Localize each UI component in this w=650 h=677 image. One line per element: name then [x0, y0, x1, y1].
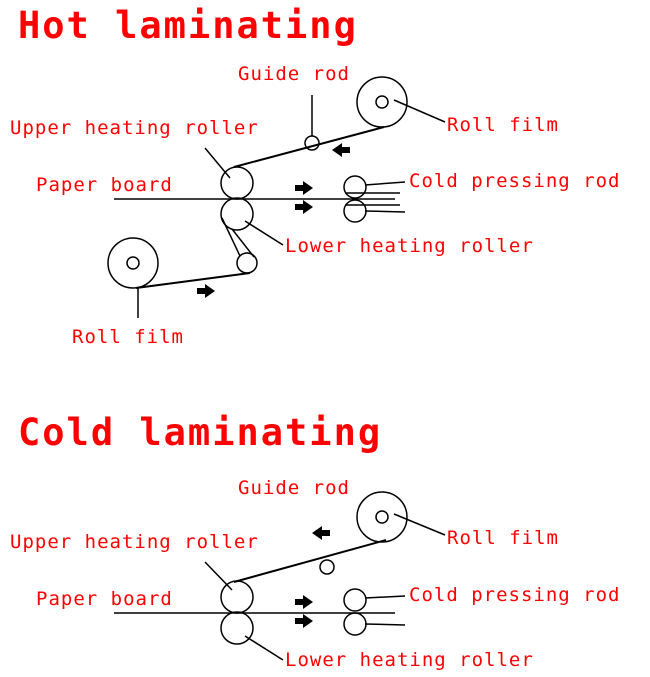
arrows [295, 526, 330, 628]
hot-lower-roller-label: Lower heating roller [285, 235, 534, 257]
upper-heating-roller [220, 580, 254, 614]
arrows [197, 143, 350, 298]
cold-upper-roller-label: Upper heating roller [10, 531, 259, 553]
cold-cold-rod-label: Cold pressing rod [409, 584, 621, 606]
roll-film-bottom [107, 237, 159, 289]
hot-cold-rod-label: Cold pressing rod [409, 170, 621, 192]
cold-laminating-title: Cold laminating [18, 411, 383, 454]
film-top [233, 539, 387, 583]
hot-laminating-diagram [107, 76, 446, 318]
cold-pressing-rod-upper [343, 175, 367, 199]
cold-roll-film-label: Roll film [447, 527, 559, 549]
cold-guide-rod-label: Guide rod [238, 477, 350, 499]
cold-laminating-diagram [114, 491, 446, 661]
hot-guide-rod-label: Guide rod [238, 63, 350, 85]
hot-upper-roller-label: Upper heating roller [10, 117, 259, 139]
film-bottom [135, 272, 251, 289]
cold-pressing-rod-upper [343, 588, 367, 612]
cold-lower-roller-label: Lower heating roller [285, 649, 534, 671]
lower-heating-roller [220, 197, 254, 231]
hot-roll-film-top-label: Roll film [447, 114, 559, 136]
hot-paper-board-label: Paper board [36, 174, 173, 196]
guide-rod [319, 559, 335, 575]
cold-paper-board-label: Paper board [36, 588, 173, 610]
hot-roll-film-bottom-label: Roll film [72, 326, 184, 348]
hot-laminating-title: Hot laminating [18, 4, 358, 47]
film-top [233, 126, 385, 168]
cold-pressing-rod-lower [343, 612, 367, 636]
cold-pressing-rod-lower [343, 199, 367, 223]
lower-heating-roller [220, 611, 254, 645]
